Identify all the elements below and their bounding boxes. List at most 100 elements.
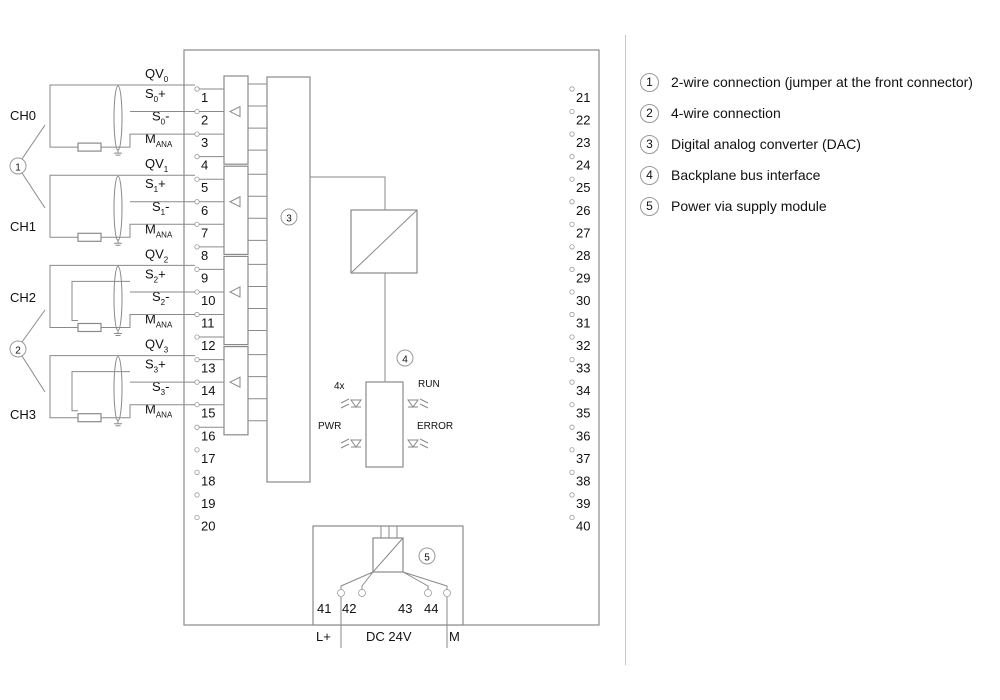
channel-signal-labels: QV0S0+S0-MANAQV1S1+S1-MANAQV2S2+S2-MANAQ…	[145, 66, 173, 420]
terminal	[569, 447, 575, 453]
legend-item: 1 2-wire connection (jumper at the front…	[640, 72, 973, 92]
amplifier-box	[223, 346, 249, 436]
mana-label: MANA	[145, 312, 173, 330]
amplifier-triangle	[228, 376, 241, 388]
callout-3	[280, 208, 298, 226]
pin-number: 11	[201, 316, 215, 331]
terminal	[569, 492, 575, 498]
terminal	[194, 469, 200, 475]
output-amplifiers	[199, 75, 267, 436]
pin-number: 39	[576, 496, 590, 511]
pin-number: 24	[576, 158, 590, 173]
pin-number: 8	[201, 248, 208, 263]
channel-loop	[49, 174, 195, 238]
qv-label: QV0	[145, 66, 169, 84]
pin-number: 22	[576, 113, 590, 128]
led-ray	[419, 438, 429, 449]
four-wire-sense	[71, 280, 130, 321]
terminal-43	[424, 589, 432, 597]
terminal	[569, 379, 575, 385]
callout-1-leaders	[21, 124, 46, 209]
legend-number: 2	[640, 103, 659, 123]
cable-shield	[113, 265, 123, 332]
status-leds	[340, 398, 429, 449]
pin-number: 6	[201, 203, 208, 218]
led-error-label: ERROR	[417, 421, 453, 432]
callout-5	[418, 547, 436, 565]
terminal	[194, 514, 200, 521]
s-minus-label: S1-	[152, 199, 169, 217]
callout-2-group: 2	[9, 309, 46, 393]
amplifier-triangle	[228, 195, 241, 208]
terminal	[194, 289, 200, 295]
four-wire-sense	[71, 371, 130, 412]
ch0-label: CH0	[10, 108, 36, 123]
mana-label: MANA	[145, 402, 173, 420]
led-icon	[350, 399, 362, 408]
legend-item: 4 Backplane bus interface	[640, 165, 973, 185]
pin-number: 12	[201, 338, 215, 353]
s-minus-label: S2-	[152, 289, 169, 307]
ch2-label: CH2	[10, 290, 36, 305]
supply-voltage-label: DC 24V	[366, 629, 412, 644]
channel-loop	[49, 264, 195, 328]
terminal	[569, 469, 575, 475]
pin-number: 7	[201, 225, 208, 240]
s-plus-label: S1+	[145, 176, 166, 194]
legend-text: 2-wire connection (jumper at the front c…	[671, 74, 973, 90]
amplifier-box	[223, 255, 249, 346]
callout-2	[9, 340, 27, 358]
pin-number: 29	[576, 270, 590, 285]
pin-number: 37	[576, 451, 590, 466]
terminal	[194, 492, 200, 498]
callout-3-label: 3	[286, 214, 292, 225]
terminal	[569, 356, 575, 363]
pin-number: 2	[201, 113, 208, 128]
terminal	[194, 176, 200, 182]
channel-return	[101, 404, 195, 419]
s-plus-label: S2+	[145, 266, 166, 284]
legend-text: 4-wire connection	[671, 105, 781, 121]
legend-number: 1	[640, 72, 659, 92]
mana-label: MANA	[145, 131, 173, 149]
terminal-41	[337, 589, 345, 597]
pin-number: 32	[576, 338, 590, 353]
supply-lplus-label: L+	[316, 629, 331, 644]
pin-number: 30	[576, 293, 590, 308]
terminal	[194, 266, 200, 272]
terminal	[194, 86, 200, 92]
terminal	[569, 86, 575, 92]
ground-symbol	[114, 419, 122, 427]
legend-item: 2 4-wire connection	[640, 103, 973, 123]
pin-number: 23	[576, 135, 590, 150]
terminal	[569, 334, 575, 340]
pin-41: 41	[317, 601, 331, 616]
pin-number: 25	[576, 180, 590, 195]
callout-1	[9, 157, 27, 175]
amplifier-box	[223, 75, 249, 165]
legend-divider	[625, 35, 626, 665]
pin-43: 43	[398, 601, 412, 616]
terminal	[194, 108, 200, 115]
terminal	[569, 402, 575, 408]
terminal	[569, 108, 575, 115]
legend-item: 3 Digital analog converter (DAC)	[640, 134, 973, 154]
ground-symbol	[114, 149, 122, 156]
terminal	[569, 221, 575, 227]
dac-block	[266, 76, 311, 483]
led-ray	[419, 398, 429, 409]
cable-shield	[113, 175, 123, 241]
pin-44: 44	[424, 601, 438, 616]
pin-number: 33	[576, 361, 590, 376]
terminal	[194, 424, 200, 430]
legend: 1 2-wire connection (jumper at the front…	[640, 72, 973, 227]
pin-number: 14	[201, 383, 215, 398]
pin-number: 36	[576, 428, 590, 443]
terminal	[569, 311, 575, 318]
qv-label: QV1	[145, 156, 169, 174]
qv-label: QV2	[145, 246, 169, 264]
pin-number: 10	[201, 293, 215, 308]
load-resistor	[77, 142, 102, 152]
led-pwr-label: PWR	[318, 421, 341, 432]
